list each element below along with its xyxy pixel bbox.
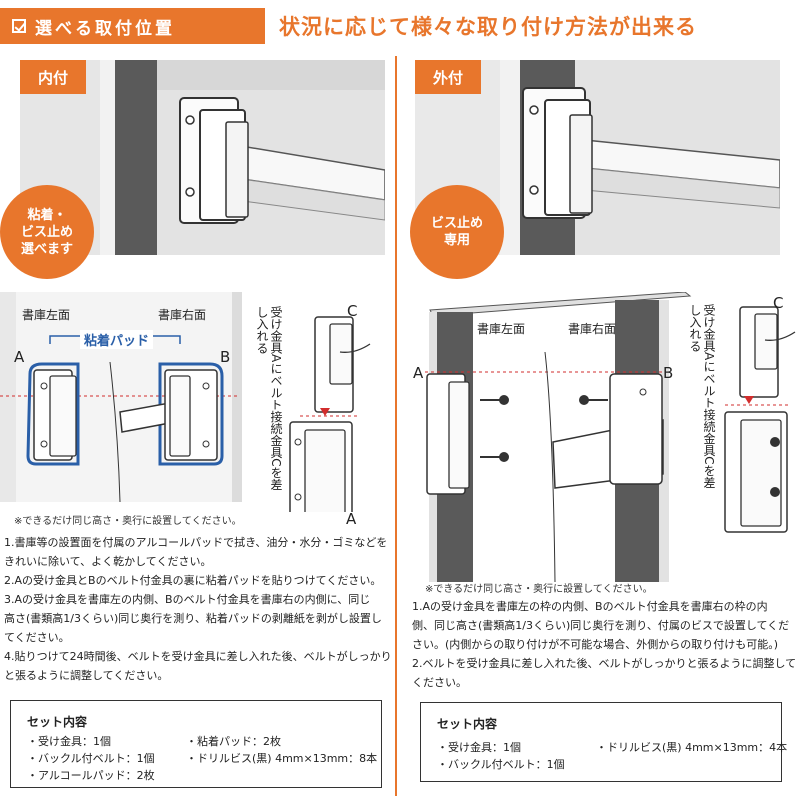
inner-set-item: ・粘着パッド：2枚	[186, 735, 281, 748]
inner-set-item: ・受け金具：1個	[27, 735, 111, 748]
inner-step-line: きれいに除いて、よく乾かしてください。	[4, 555, 212, 568]
header-badge: 選べる取付位置	[0, 8, 265, 44]
inner-set-title: セット内容	[27, 715, 88, 729]
inner-step-line: 1.書庫等の設置面を付属のアルコールパッドで拭き、油分・水分・ゴミなどを	[4, 536, 388, 549]
inner-step-line: 4.貼りつけて24時間後、ベルトを受け金具に差し入れた後、ベルトがしっかり	[4, 650, 392, 663]
inner-badge-line-3: 選べます	[20, 241, 73, 257]
inner-step-line: 3.Aの受け金具を書庫左の内側、Bのベルト付金具を書庫右の内側に、同じ	[4, 593, 371, 606]
inner-mount-illustration	[20, 60, 385, 255]
outer-step-line: 側、同じ高さ(書類高1/3くらい)同じ奥行を測り、付属のビスで設置してくだ	[412, 619, 790, 632]
inner-mount-diagram: 書庫左面 書庫右面 粘着パッド A B C A 受け金具Aにベルト接続金具Cを差…	[0, 292, 395, 528]
inner-diagram-drawing	[0, 292, 371, 512]
inner-label-a: A	[14, 348, 25, 366]
outer-shelf-right-label: 書庫右面	[568, 322, 617, 336]
inner-label-c: C	[347, 302, 358, 320]
checkbox-icon	[12, 19, 26, 33]
outer-label-c: C	[773, 294, 784, 312]
inner-shelf-left-label: 書庫左面	[22, 308, 71, 322]
inner-instructions: 1.書庫等の設置面を付属のアルコールパッドで拭き、油分・水分・ゴミなどを きれい…	[4, 533, 392, 685]
outer-shelf-left-label: 書庫左面	[477, 322, 526, 336]
outer-label-b: B	[663, 364, 674, 382]
inner-set-item: ・バックル付ベルト：1個	[27, 752, 155, 765]
photo-inner-mount: 内付	[20, 60, 385, 255]
outer-set-item: ・ドリルビス(黒) 4mm×13mm：4本	[596, 741, 788, 754]
outer-badge-line-2: 専用	[443, 233, 470, 248]
outer-mount-badge: ビス止め 専用	[410, 185, 504, 279]
outer-vertical-note: 受け金具Aにベルト接続金具Cを差し入れる	[688, 304, 716, 489]
inner-small-note: ※できるだけ同じ高さ・奥行に設置してください。	[14, 516, 242, 527]
inner-label-a-detail: A	[346, 510, 357, 528]
outer-diagram-drawing	[425, 292, 796, 582]
outer-badge-line-1: ビス止め	[430, 216, 483, 231]
inner-step-line: と張るように調整してください。	[4, 669, 169, 682]
outer-set-item: ・バックル付ベルト：1個	[437, 758, 565, 771]
outer-label-a: A	[413, 364, 424, 382]
header-badge-text: 選べる取付位置	[35, 18, 175, 39]
inner-step-line: てください。	[4, 631, 70, 644]
inner-badge-line-2: ビス止め	[20, 224, 73, 240]
header-title: 状況に応じて様々な取り付け方法が出来る	[279, 15, 697, 39]
outer-instructions: 1.Aの受け金具を書庫左の枠の内側、Bのベルト付金具を書庫右の枠の内 側、同じ高…	[412, 597, 796, 692]
inner-step-line: 高さ(書類高1/3くらい)同じ奥行を測り、粘着パッドの剥離紙を剥がし設置し	[4, 612, 382, 625]
inner-set-item: ・ドリルビス(黒) 4mm×13mm：8本	[186, 752, 378, 765]
inner-set-item: ・アルコールパッド：2枚	[27, 769, 155, 782]
inner-vertical-note: 受け金具Aにベルト接続金具Cを差し入れる	[255, 306, 283, 491]
inner-badge-line-1: 粘着・	[27, 207, 67, 223]
inner-mount-badge: 粘着・ ビス止め 選べます	[0, 185, 94, 279]
outer-set-item: ・受け金具：1個	[437, 741, 521, 754]
outer-small-note: ※できるだけ同じ高さ・奥行に設置してください。	[425, 584, 653, 595]
adhesive-pad-label: 粘着パッド	[80, 330, 154, 349]
inner-set-contents: セット内容 ・受け金具：1個 ・バックル付ベルト：1個 ・アルコールパッド：2枚…	[10, 700, 382, 788]
outer-step-line: 2.ベルトを受け金具に差し入れた後、ベルトがしっかりと張るように調整して	[412, 657, 797, 670]
outer-step-line: さい。(内側からの取り付けが不可能な場合、外側からの取り付けも可能。)	[412, 638, 779, 651]
outer-mount-tag: 外付	[415, 60, 482, 94]
inner-mount-tag: 内付	[20, 60, 87, 94]
outer-set-title: セット内容	[437, 717, 498, 731]
outer-step-line: 1.Aの受け金具を書庫左の枠の内側、Bのベルト付金具を書庫右の枠の内	[412, 600, 768, 613]
outer-mount-diagram: 書庫左面 書庫右面 A B C 受け金具Aにベルト接続金具Cを差し入れる	[405, 292, 800, 582]
column-divider	[395, 56, 397, 796]
inner-shelf-right-label: 書庫右面	[158, 308, 207, 322]
outer-step-line: ください。	[412, 676, 467, 689]
inner-label-b: B	[220, 348, 231, 366]
inner-step-line: 2.Aの受け金具とBのベルト付金具の裏に粘着パッドを貼りつけてください。	[4, 574, 382, 587]
outer-set-contents: セット内容 ・受け金具：1個 ・バックル付ベルト：1個 ・ドリルビス(黒) 4m…	[420, 702, 787, 782]
